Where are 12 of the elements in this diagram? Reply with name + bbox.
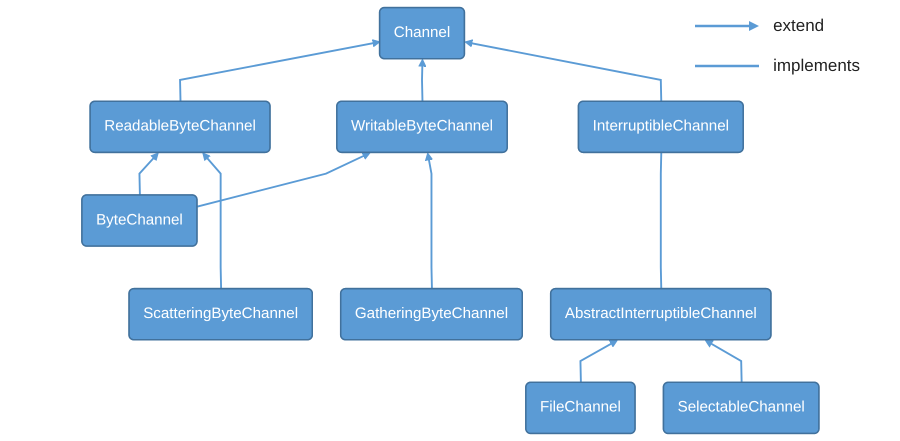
arrow [579,340,618,383]
arrow [202,152,222,290]
arrow [704,340,742,383]
arrow [418,58,426,102]
arrow [178,39,380,102]
arrow [196,152,370,208]
arrow [424,152,433,290]
legend-text: extend [773,16,824,36]
arrow [138,152,158,196]
connector [659,152,662,290]
legend-text: implements [773,56,860,76]
arrow [464,39,662,102]
